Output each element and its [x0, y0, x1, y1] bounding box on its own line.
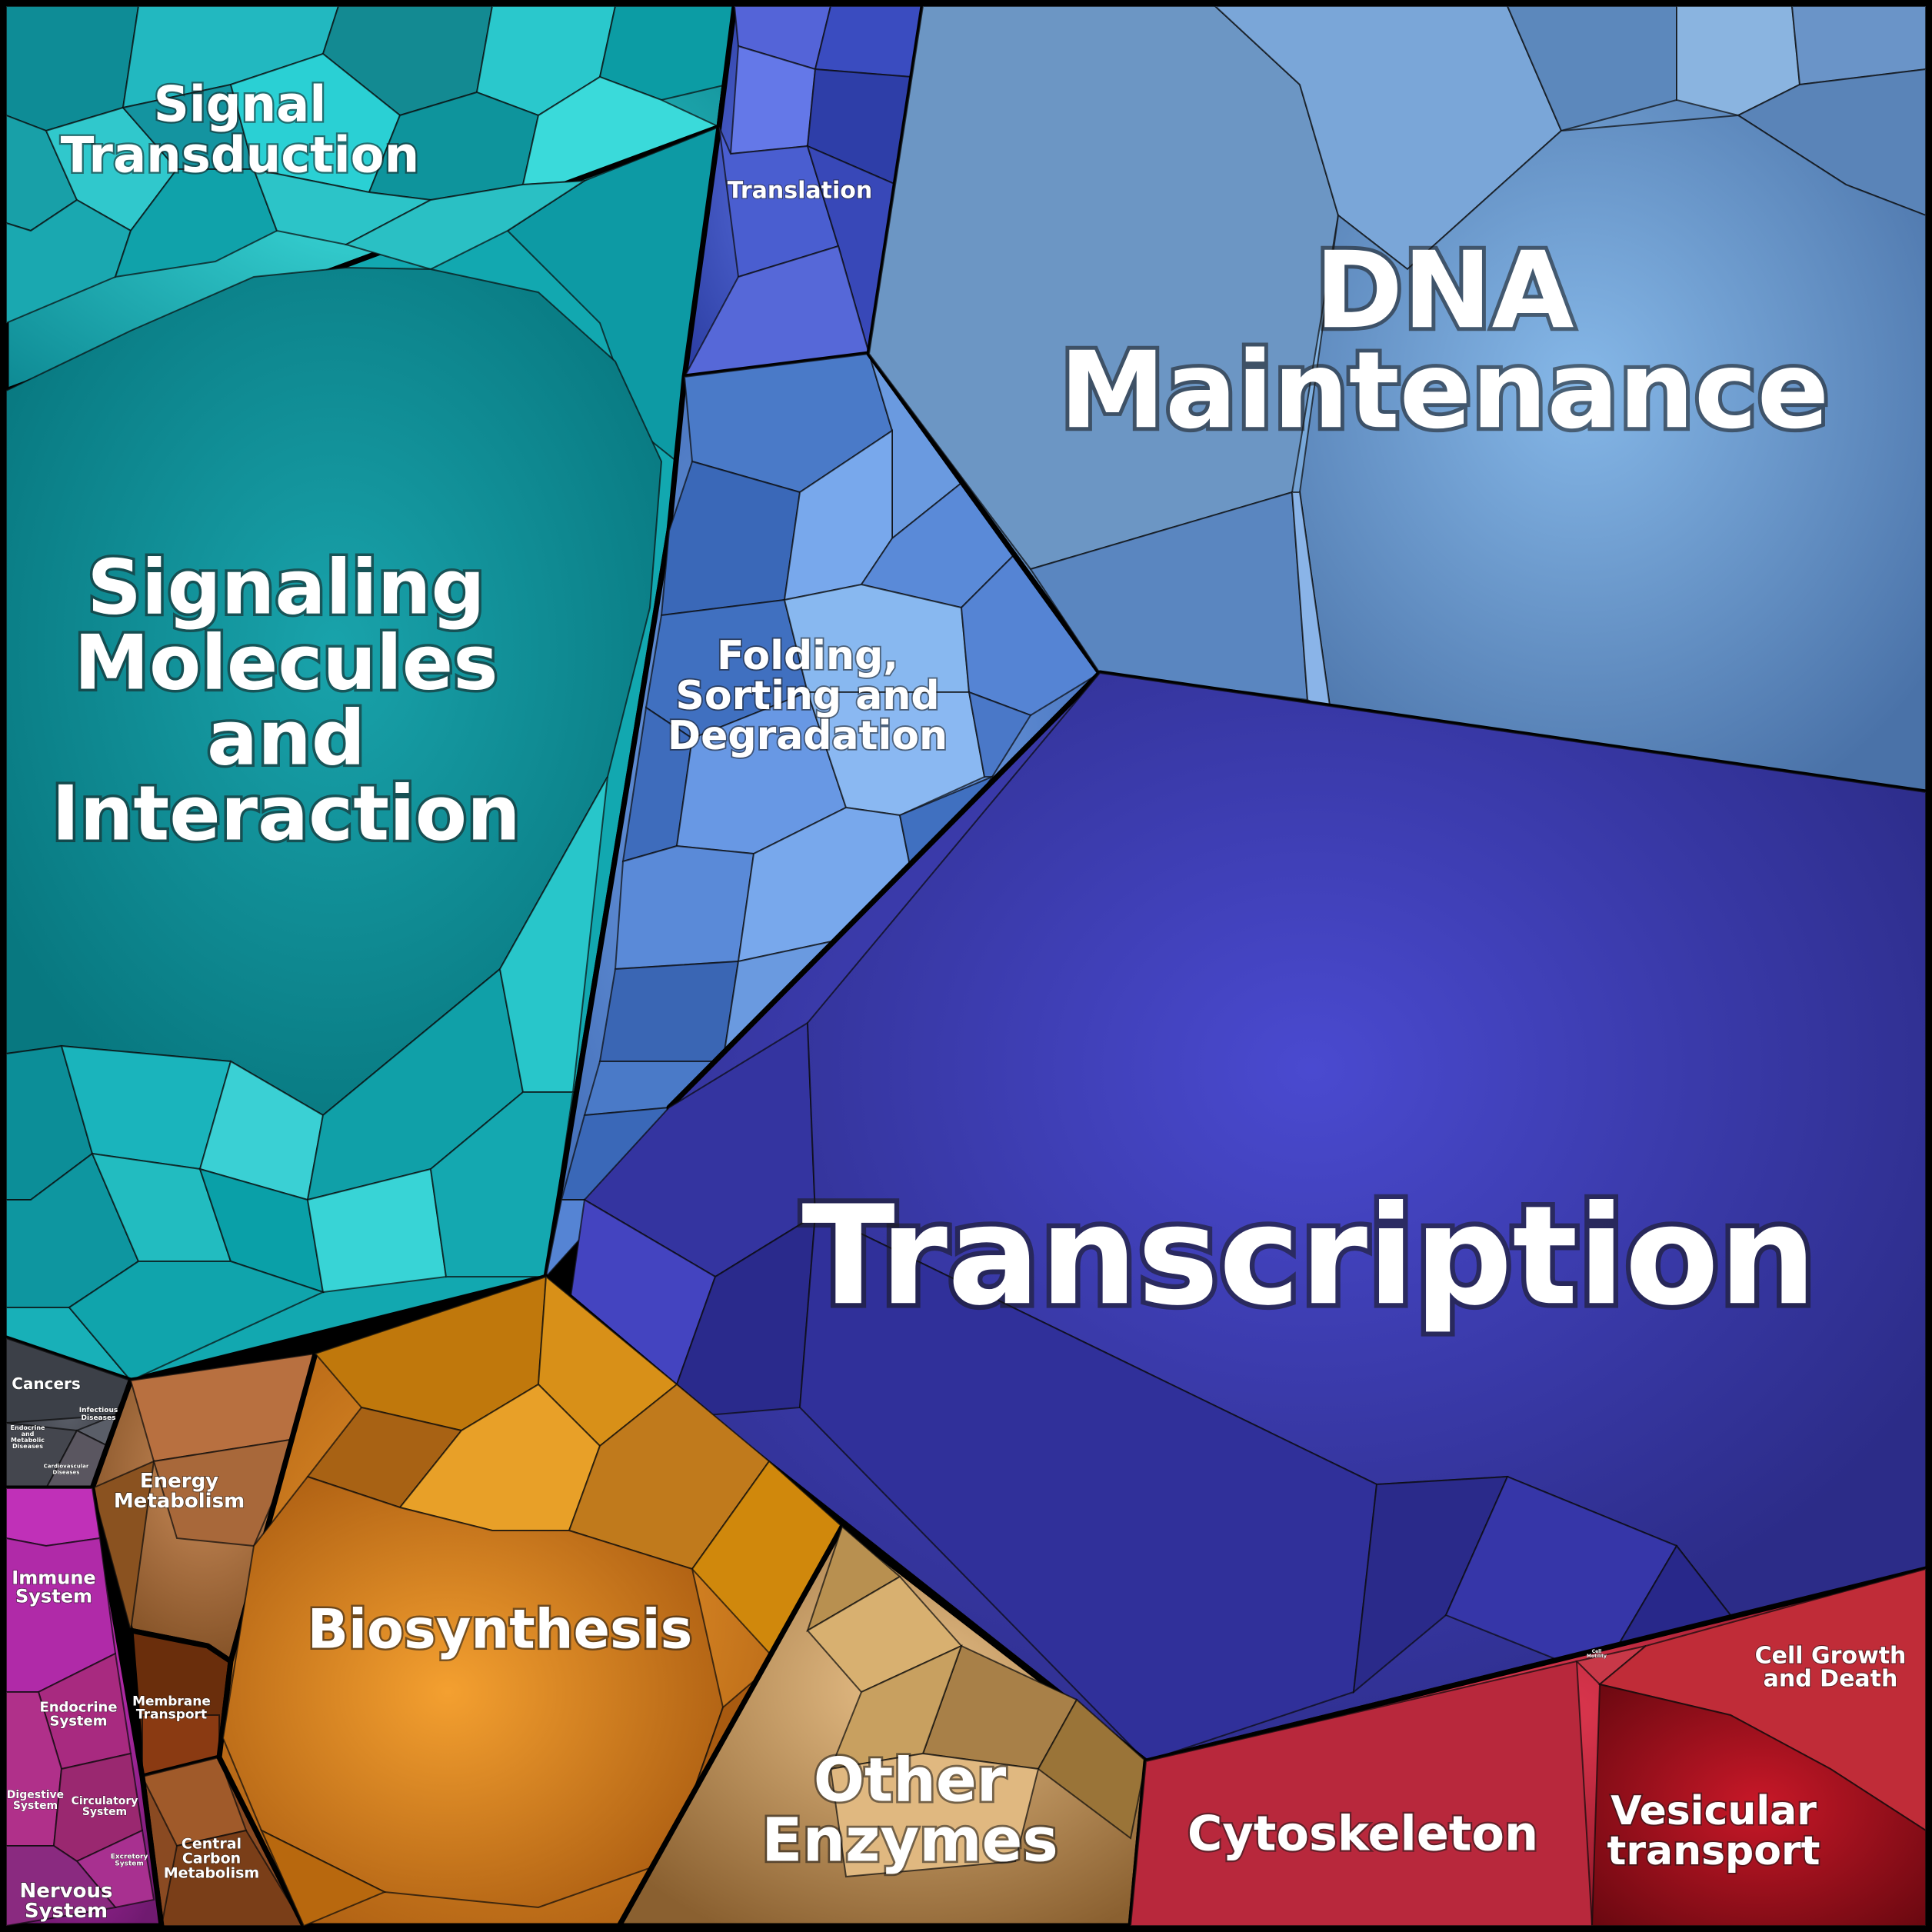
label-line: Immune [12, 1567, 95, 1588]
label-line: Transport [136, 1707, 207, 1722]
label-line: System [115, 1860, 144, 1868]
label-transcription: Transcription [801, 1176, 1816, 1335]
label-line: Cardiovascular [44, 1463, 89, 1469]
label-line: Endocrine [11, 1424, 46, 1431]
label-translation: Translation [728, 178, 873, 205]
label-line: Metabolic [11, 1437, 45, 1444]
label-line: Maintenance [1060, 328, 1830, 452]
label-line: Molecules [74, 619, 498, 707]
label-line: Other [814, 1746, 1007, 1815]
label-line: transport [1607, 1828, 1820, 1874]
label-line: Metabolism [114, 1490, 245, 1513]
label-line: Energy [140, 1470, 218, 1493]
label-line: System [50, 1713, 108, 1729]
region-translation [681, 3, 926, 380]
label-line: Diseases [82, 1414, 116, 1422]
region-organismal-systems [3, 1485, 165, 1929]
label-line: Translation [728, 178, 873, 205]
label-line: Cancers [12, 1374, 81, 1393]
label-line: Folding, [717, 633, 898, 679]
label-line: System [25, 1900, 108, 1923]
label-line: Interaction [52, 770, 521, 858]
label-line: System [13, 1800, 58, 1812]
label-line: Cell [1592, 1649, 1602, 1654]
label-line: DNA [1315, 228, 1574, 352]
label-line: System [15, 1585, 92, 1607]
label-line: Circulatory [72, 1795, 138, 1807]
label-line: Membrane [132, 1694, 211, 1709]
label-line: Enzymes [761, 1806, 1058, 1875]
label-line: Diseases [53, 1469, 80, 1475]
label-line: Biosynthesis [308, 1598, 693, 1661]
label-line: Signaling [87, 544, 485, 631]
label-line: Cell Growth [1755, 1643, 1907, 1670]
region-dna-maintenance [866, 3, 1929, 795]
label-line: Motility [1587, 1654, 1607, 1659]
label-biosynthesis: Biosynthesis [308, 1598, 693, 1661]
label-line: Signal [154, 76, 327, 133]
label-cancers: Cancers [12, 1374, 81, 1393]
label-line: Cytoskeleton [1188, 1806, 1538, 1862]
label-line: and Death [1764, 1666, 1898, 1693]
region-diseases [3, 1335, 134, 1491]
region-biosynthesis [216, 1274, 845, 1929]
region-energy-metabolism [89, 1351, 318, 1664]
label-line: System [82, 1806, 127, 1818]
region-cellular-processes [1128, 1566, 1929, 1929]
label-line: Vesicular [1611, 1788, 1817, 1834]
label-line: Digestive [7, 1789, 64, 1801]
label-line: Transcription [801, 1176, 1816, 1335]
label-line: and [207, 695, 365, 782]
label-line: Endocrine [39, 1699, 117, 1715]
label-line: Excretory [111, 1854, 148, 1861]
label-line: Transduction [61, 127, 419, 184]
label-line: and [22, 1431, 35, 1437]
label-line: Metabolism [164, 1865, 259, 1882]
label-line: Diseases [12, 1443, 43, 1450]
label-line: Degradation [668, 713, 948, 759]
region-central-carbon [139, 1754, 307, 1929]
region-signaling-molecules [3, 124, 722, 1384]
label-line: Carbon [182, 1850, 241, 1867]
label-line: Central [182, 1836, 242, 1853]
label-cytoskeleton: Cytoskeleton [1188, 1806, 1538, 1862]
label-line: Sorting and [675, 673, 939, 719]
label-line: Infectious [79, 1407, 118, 1414]
label-line: Nervous [19, 1880, 112, 1903]
